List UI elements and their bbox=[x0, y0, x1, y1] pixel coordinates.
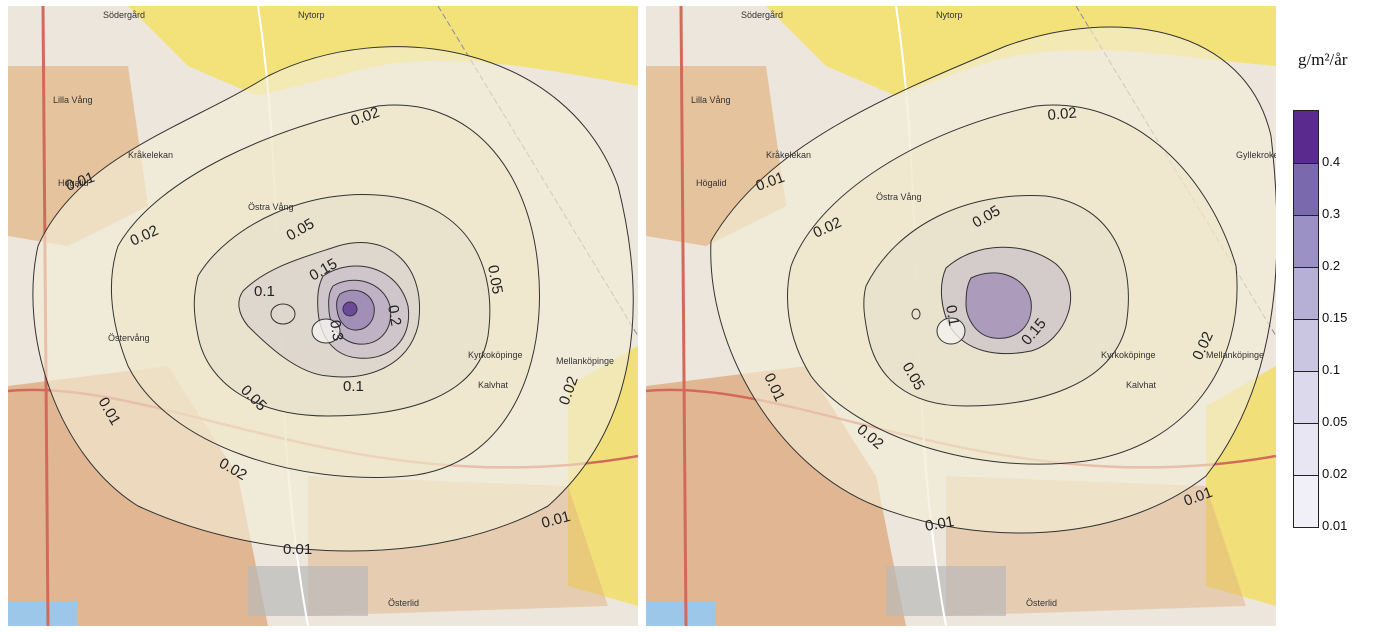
left-map-svg: Södergård Nytorp Lilla Vång Kråkelekan H… bbox=[8, 6, 638, 626]
legend-tick-label: 0.3 bbox=[1322, 206, 1341, 221]
place-label: Lilla Vång bbox=[691, 95, 731, 105]
place-label: Österlid bbox=[388, 598, 419, 608]
legend-swatch bbox=[1294, 163, 1318, 215]
place-label: Kyrkoköpinge bbox=[1101, 350, 1156, 360]
contour-low-pocket bbox=[311, 318, 341, 344]
place-label: Kråkelekan bbox=[128, 150, 173, 160]
right-map-panel[interactable]: Södergård Nytorp Lilla Vång Kråkelekan H… bbox=[646, 6, 1276, 626]
contour-015 bbox=[965, 272, 1032, 339]
place-label: Mellanköpinge bbox=[1206, 350, 1264, 360]
place-label: Nytorp bbox=[298, 10, 325, 20]
place-label: Kalvhat bbox=[1126, 380, 1157, 390]
place-label: Gyllekroken bbox=[1236, 150, 1276, 160]
legend-tick-label: 0.15 bbox=[1322, 310, 1348, 325]
legend-tick-label: 0.05 bbox=[1322, 414, 1348, 429]
industrial-area bbox=[886, 566, 1006, 616]
contour-label: 0.3 bbox=[326, 319, 346, 342]
legend-swatch bbox=[1294, 215, 1318, 267]
place-label: Mellanköpinge bbox=[556, 356, 614, 366]
contour-label: 0.1 bbox=[343, 378, 364, 395]
place-label: Kråkelekan bbox=[766, 150, 811, 160]
legend-swatch bbox=[1294, 371, 1318, 423]
place-label: Kyrkoköpinge bbox=[468, 350, 523, 360]
farmland-area-north bbox=[8, 6, 638, 96]
place-label: Södergård bbox=[741, 10, 783, 20]
place-label: Södergård bbox=[103, 10, 145, 20]
legend-swatch bbox=[1294, 319, 1318, 371]
legend-tick-label: 0.1 bbox=[1322, 362, 1341, 377]
legend-unit-label: g/m²/år bbox=[1298, 50, 1348, 69]
contour-label: 0.01 bbox=[283, 541, 312, 558]
contour-low-pocket bbox=[936, 317, 966, 345]
legend-tick-label: 0.02 bbox=[1322, 466, 1348, 481]
water-area bbox=[646, 601, 716, 626]
legend-tick-label: 0.4 bbox=[1322, 154, 1341, 169]
legend-color-bar bbox=[1293, 110, 1319, 528]
place-label: Kalvhat bbox=[478, 380, 509, 390]
contour-small-west bbox=[270, 303, 296, 325]
place-label: Lilla Vång bbox=[53, 95, 93, 105]
industrial-area bbox=[248, 566, 368, 616]
legend-swatch bbox=[1294, 111, 1318, 163]
place-label: Nytorp bbox=[936, 10, 963, 20]
contour-label: 0.01 bbox=[540, 508, 573, 532]
legend-tick-label: 0.01 bbox=[1322, 518, 1348, 533]
place-label: Östra Vång bbox=[248, 202, 294, 212]
contour-label: 0.02 bbox=[1047, 105, 1078, 124]
legend-swatch bbox=[1294, 475, 1318, 527]
right-map-svg: Södergård Nytorp Lilla Vång Kråkelekan H… bbox=[646, 6, 1276, 626]
legend-tick-label: 0.2 bbox=[1322, 258, 1341, 273]
contour-label: 0.1 bbox=[942, 304, 962, 327]
contour-label: 0.05 bbox=[484, 264, 506, 296]
contour-label: 0.1 bbox=[254, 283, 275, 300]
road-west bbox=[679, 6, 688, 626]
contour-label: 0.01 bbox=[924, 513, 956, 535]
contour-04 bbox=[342, 301, 358, 317]
water-area bbox=[8, 601, 78, 626]
legend-swatch bbox=[1294, 267, 1318, 319]
contour-small-west bbox=[911, 308, 921, 320]
place-label: Östra Vång bbox=[876, 192, 922, 202]
place-label: Högalid bbox=[696, 178, 727, 188]
legend-swatch bbox=[1294, 423, 1318, 475]
place-label: Österlid bbox=[1026, 598, 1057, 608]
place-label: Östervång bbox=[108, 333, 150, 343]
contour-label: 0.2 bbox=[384, 304, 404, 327]
left-map-panel[interactable]: Södergård Nytorp Lilla Vång Kråkelekan H… bbox=[8, 6, 638, 626]
place-label: Högalid bbox=[58, 178, 89, 188]
